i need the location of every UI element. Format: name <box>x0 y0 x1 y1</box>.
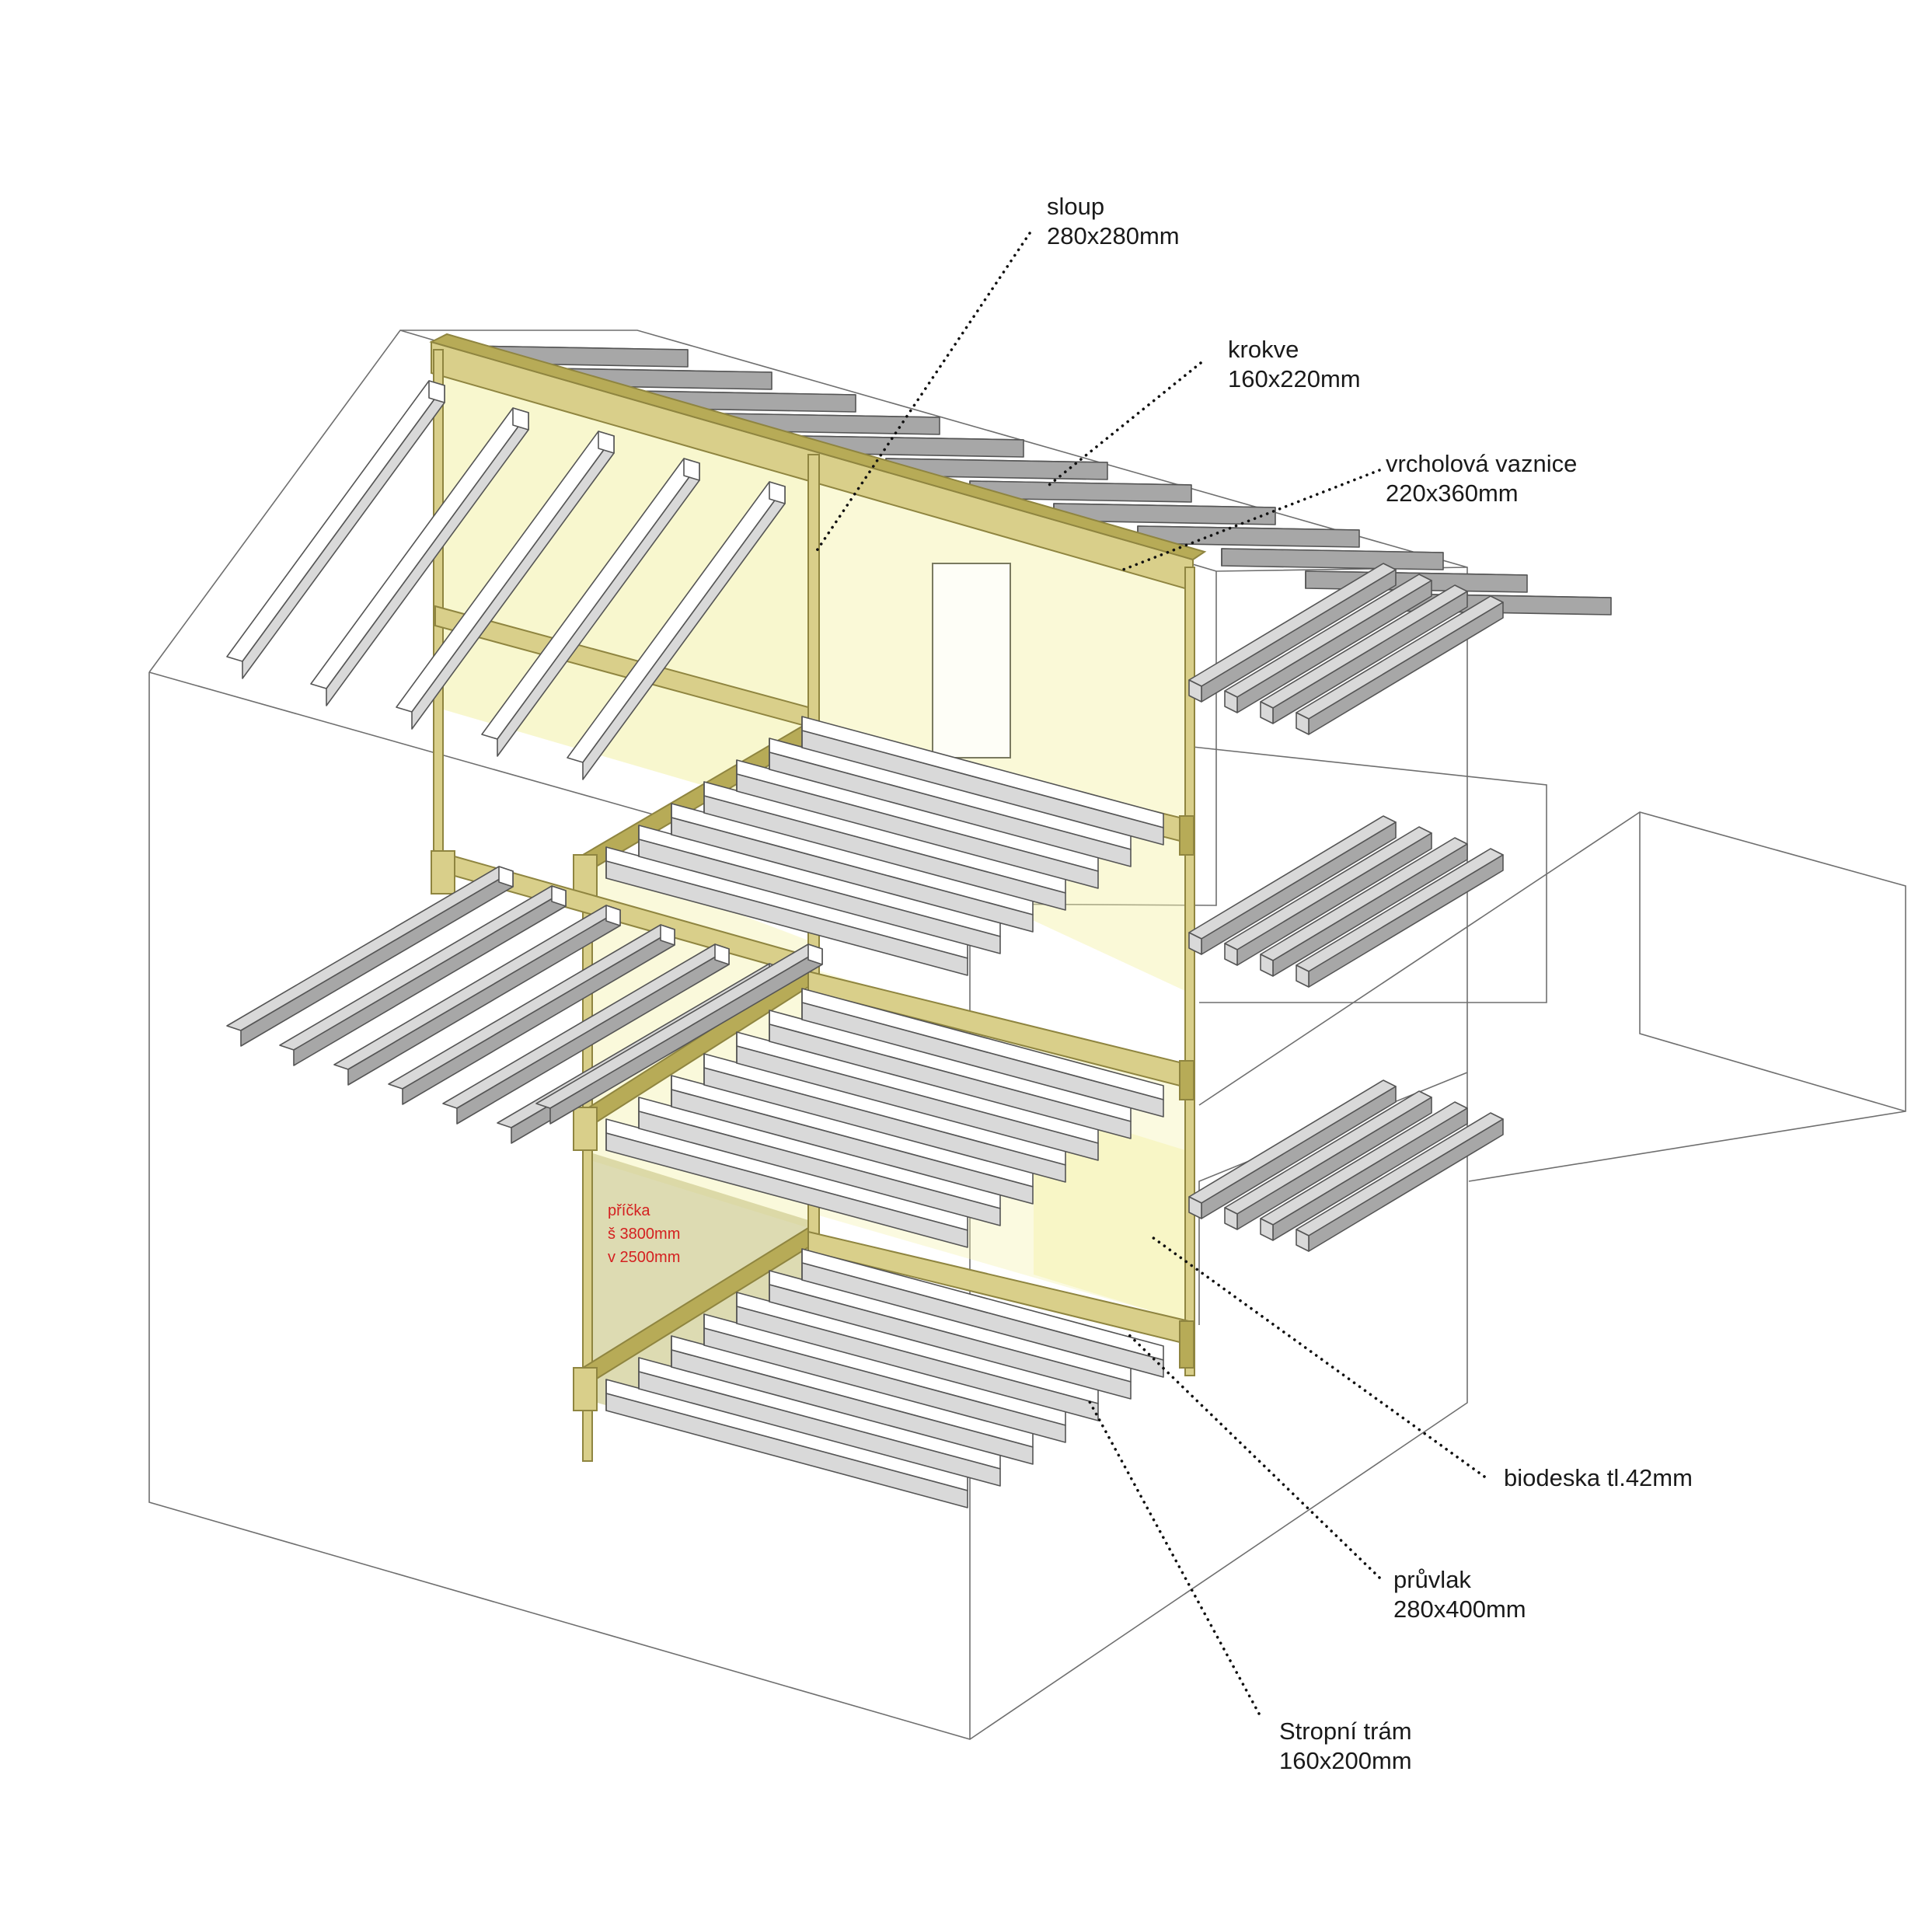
girder-end-ground-right <box>1179 1320 1194 1369</box>
labels: sloup 280x280mm krokve 160x220mm vrcholo… <box>608 193 1693 1774</box>
label-pricka-height: v 2500mm <box>608 1249 680 1266</box>
right-joists-lower-3-end <box>1260 1218 1274 1241</box>
leader-pruvlak <box>1125 1331 1381 1579</box>
right-joists-upper-2-end <box>1224 690 1238 713</box>
label-pricka-name: příčka <box>608 1202 650 1219</box>
label-pruvlak-size: 280x400mm <box>1393 1595 1526 1623</box>
main-volume-outline <box>148 330 1468 1740</box>
label-vaznice-size: 220x360mm <box>1386 480 1519 507</box>
right-joists-upper-3-end <box>1260 701 1274 724</box>
label-sloup-name: sloup <box>1047 193 1104 220</box>
right-joists-upper-4-end <box>1296 712 1310 735</box>
girder-end-ground <box>573 1367 598 1411</box>
rafter-2-end <box>512 407 529 431</box>
label-sloup-size: 280x280mm <box>1047 222 1180 249</box>
rafter-1-side <box>242 385 445 679</box>
rafter-1-end <box>428 380 445 403</box>
annex-2-edge <box>1639 812 1906 1112</box>
girder-end-middle <box>573 1107 598 1151</box>
left-joist-3-end <box>605 905 621 926</box>
label-pricka-width: š 3800mm <box>608 1226 680 1243</box>
floor-joists-upper <box>605 716 1164 976</box>
column-right <box>1184 567 1195 1376</box>
girder-end-middle-left <box>431 850 455 895</box>
girder-end-upper-right <box>1179 815 1194 856</box>
right-joists-lower-1-end <box>1188 1196 1202 1219</box>
rafter-4-end <box>683 458 700 481</box>
floor-joists-middle <box>605 988 1164 1248</box>
left-joist-2-end <box>551 885 567 907</box>
label-biodeska: biodeska tl.42mm <box>1504 1464 1693 1491</box>
right-joists-upper <box>1188 563 1504 735</box>
rafter-3-end <box>598 431 615 454</box>
left-joist-1-end <box>498 866 514 888</box>
label-tram-size: 160x200mm <box>1279 1747 1412 1774</box>
leader-sloup <box>814 232 1031 553</box>
label-tram-name: Stropní trám <box>1279 1718 1412 1745</box>
ridge-purlin-top <box>429 333 1207 561</box>
right-joists-middle-2-end <box>1224 943 1238 966</box>
right-joists-middle-4-end <box>1296 964 1310 988</box>
left-cantilever-joists <box>226 866 823 1144</box>
annex-2-outline <box>1198 811 1906 1182</box>
right-joists-middle-1-end <box>1188 932 1202 955</box>
label-pruvlak-name: průvlak <box>1393 1566 1471 1593</box>
annex-1-outline <box>1184 745 1547 1003</box>
right-joists-lower <box>1188 1079 1504 1252</box>
left-joist-5-end <box>714 943 730 965</box>
rafters <box>226 380 786 780</box>
right-joists-middle <box>1188 815 1504 988</box>
girder-end-middle-right <box>1179 1060 1194 1100</box>
left-joist-7-end <box>807 943 823 965</box>
right-joists-middle-3-end <box>1260 954 1274 977</box>
rafter-5-end <box>769 481 786 504</box>
window-opening <box>932 563 1011 759</box>
left-joist-4-end <box>660 924 675 946</box>
label-vaznice-name: vrcholová vaznice <box>1386 450 1577 477</box>
leader-stropni-tram <box>1086 1397 1261 1715</box>
right-joists-lower-4-end <box>1296 1229 1310 1252</box>
floor-joists-ground <box>605 1248 1164 1508</box>
roof-purlin-10-side <box>1221 548 1444 570</box>
right-joists-lower-2-end <box>1224 1207 1238 1230</box>
right-joists-upper-1-end <box>1188 679 1202 703</box>
leader-krokve <box>1044 361 1202 490</box>
label-krokve-name: krokve <box>1228 336 1299 363</box>
label-krokve-size: 160x220mm <box>1228 365 1361 392</box>
leader-biodeska <box>1149 1234 1486 1478</box>
doorway-panel <box>1034 1104 1185 1321</box>
leader-vrcholova-vaznice <box>1118 469 1381 573</box>
leader-lines <box>814 232 1486 1715</box>
